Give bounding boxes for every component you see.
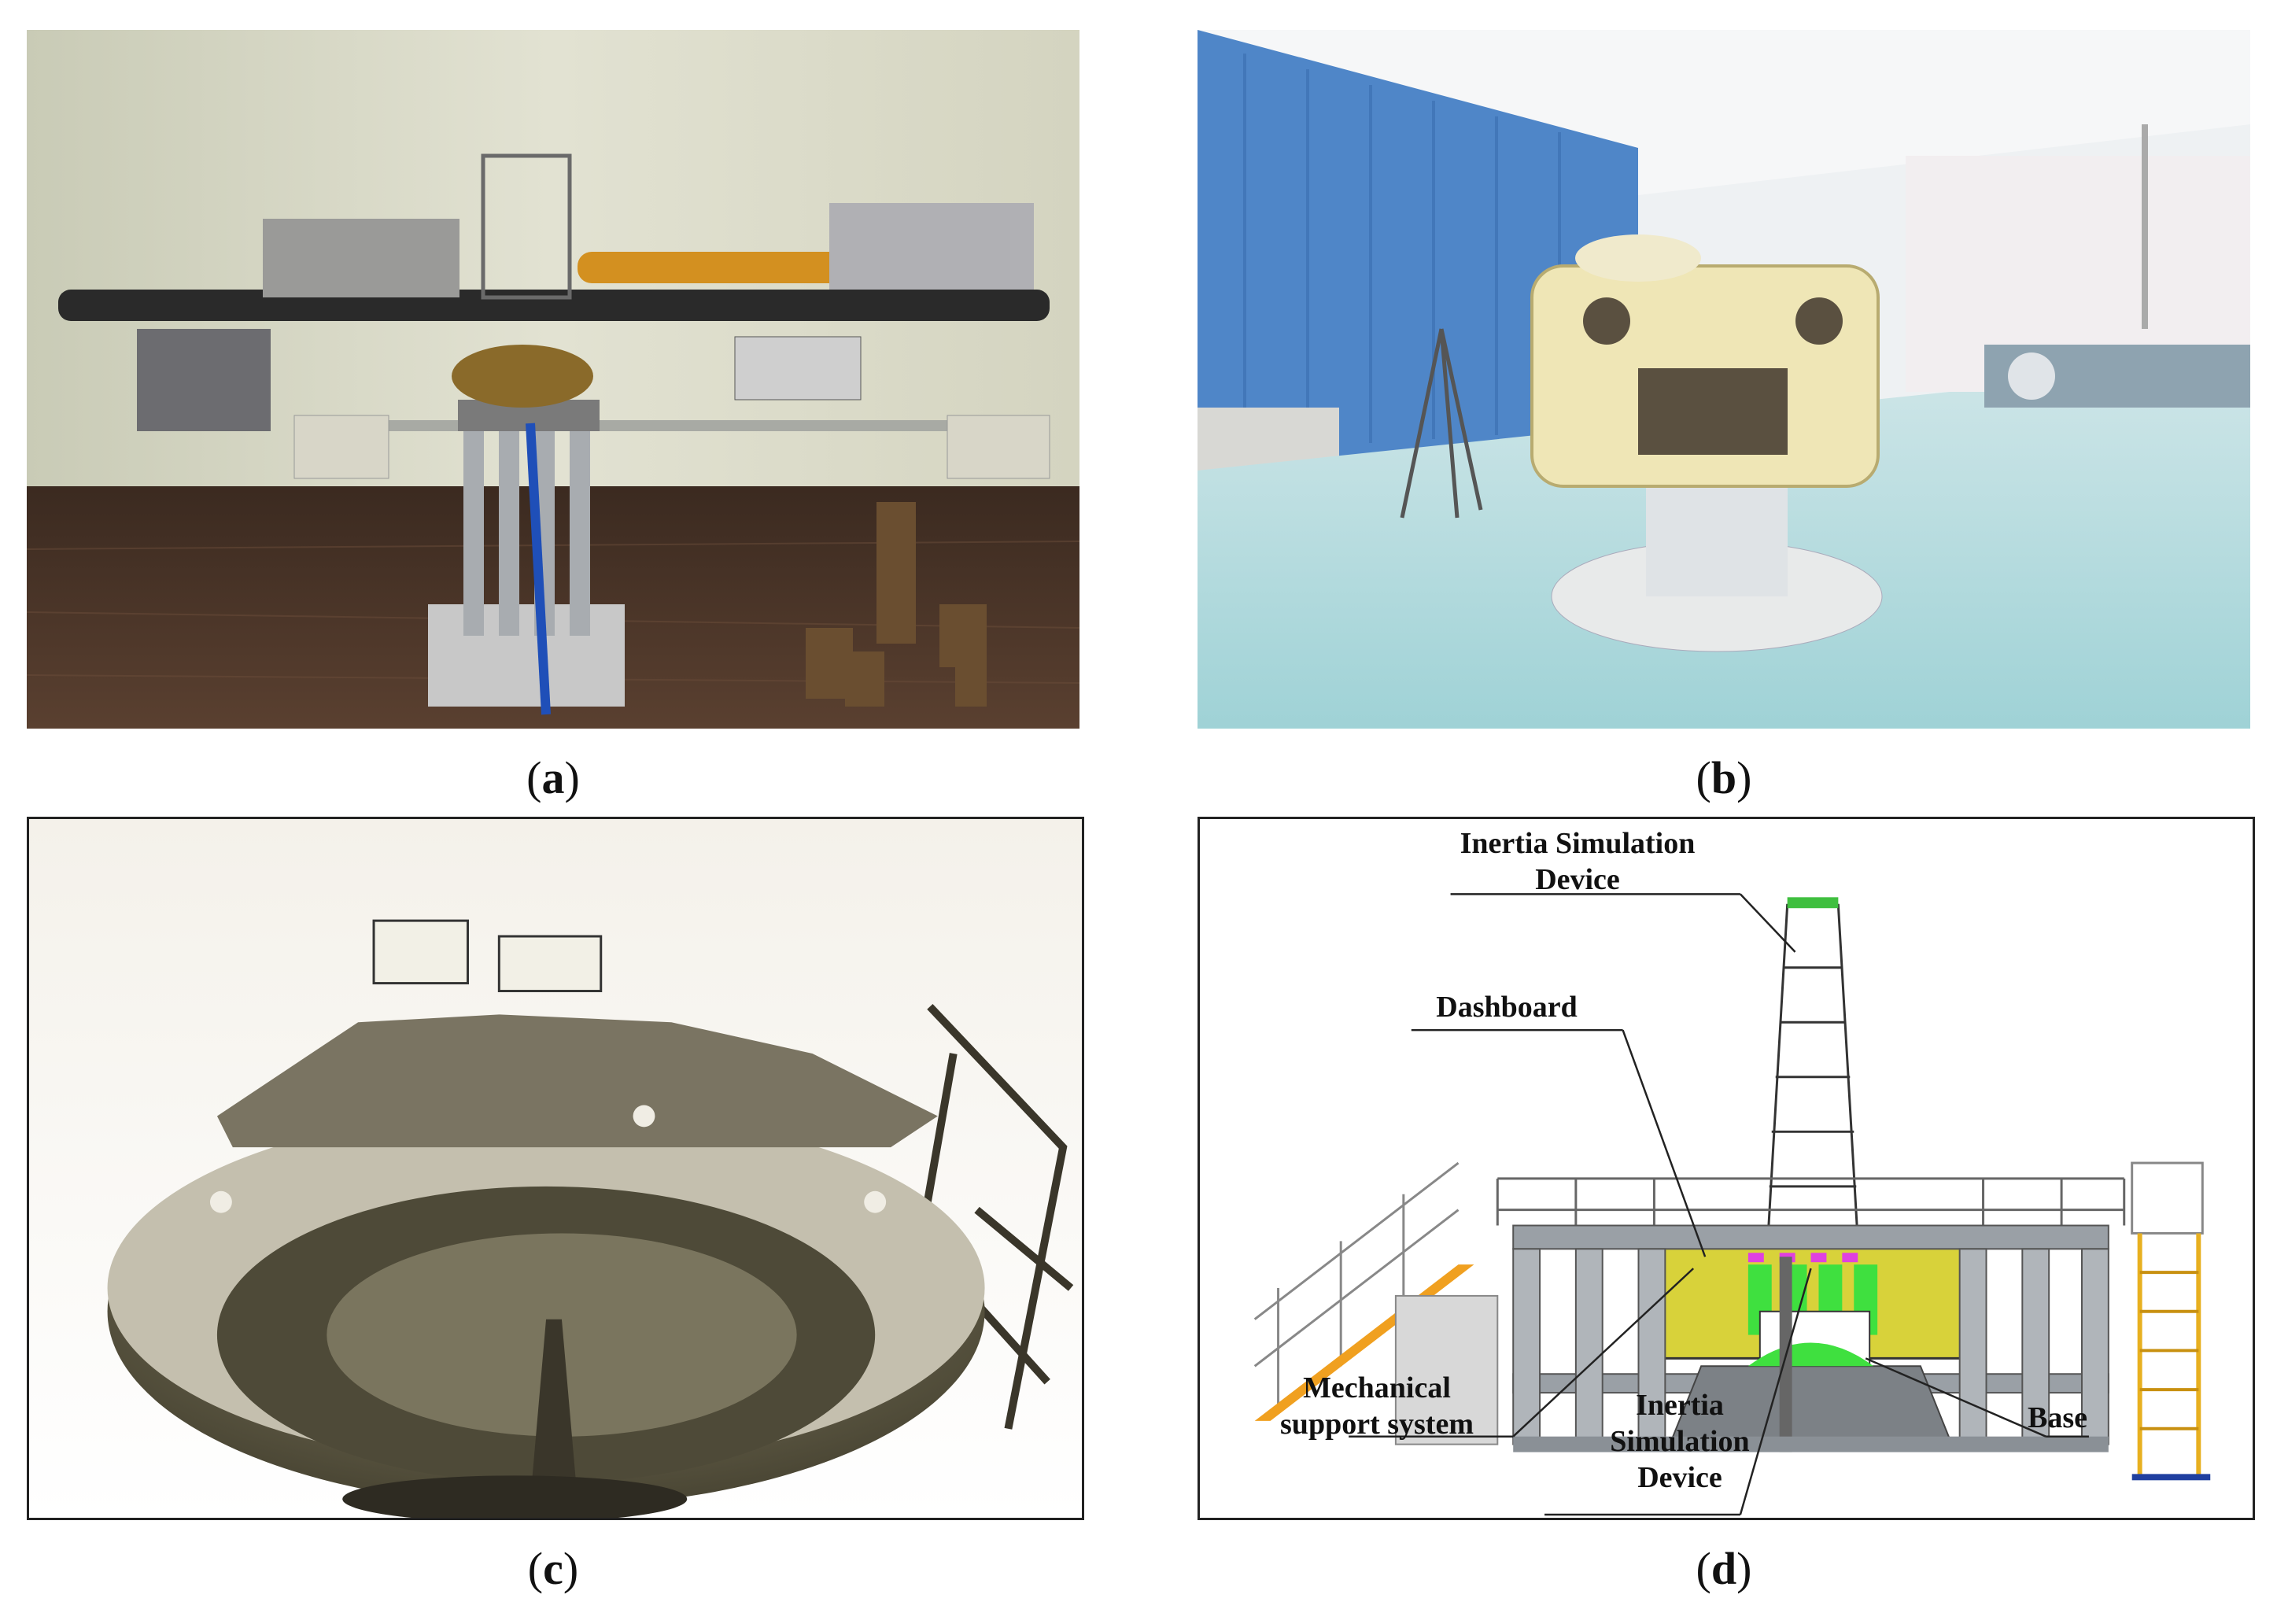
- panel-c-rendering: [27, 817, 1084, 1520]
- panel-a-photo: [27, 30, 1079, 729]
- caption-d: (d): [1696, 1543, 1752, 1594]
- caption-b: (b): [1696, 752, 1752, 803]
- panel-b-photo: [1198, 30, 2250, 729]
- caption-c: (c): [527, 1543, 579, 1594]
- label-dashboard: Dashboard: [1436, 991, 1578, 1024]
- label-base: Base: [2028, 1401, 2087, 1434]
- caption-a: (a): [526, 752, 580, 803]
